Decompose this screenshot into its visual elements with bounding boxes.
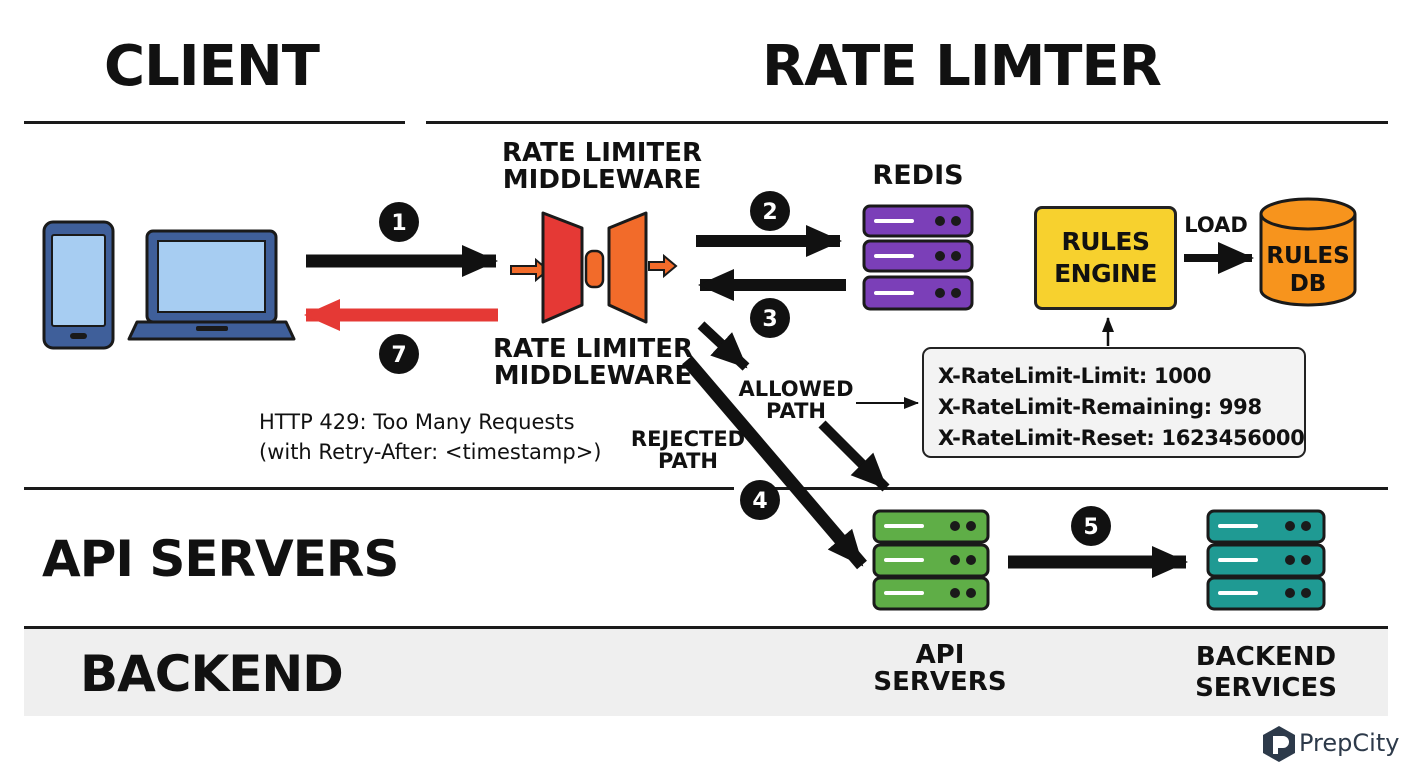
rejected-path-label: REJECTED PATH [630, 427, 746, 474]
rate-limit-headers-box: X-RateLimit-Limit: 1000 X-RateLimit-Rema… [922, 347, 1306, 458]
step-badge-2: 2 [750, 191, 790, 231]
load-label: LOAD [1184, 213, 1248, 237]
api-servers-section-title: API SERVERS [42, 530, 399, 588]
step-badge-7: 7 [379, 334, 419, 374]
step-number-4: 4 [752, 489, 767, 514]
allowed-path-arrow-lower [818, 420, 890, 492]
http-429-line-2: (with Retry-After: <timestamp>) [259, 440, 602, 464]
header-remaining: X-RateLimit-Remaining: 998 [938, 395, 1262, 419]
client-divider [24, 121, 405, 124]
allowed-path-label: ALLOWED PATH [738, 377, 854, 424]
allowed-path-arrow-upper [697, 321, 750, 371]
middleware-bottom-label: RATE LIMITER MIDDLEWARE [493, 334, 693, 392]
step-badge-5: 5 [1071, 506, 1111, 546]
prepcity-watermark: PrepCity [1299, 729, 1400, 757]
step-badge-4: 4 [740, 480, 780, 520]
step-badge-1: 1 [379, 202, 419, 242]
redis-label: REDIS [872, 160, 964, 191]
backend-server-icon [1206, 509, 1326, 611]
step-number-1: 1 [391, 211, 406, 236]
rate-limiter-section-title: RATE LIMTER [762, 34, 1162, 99]
prepcity-logo-icon [1263, 726, 1295, 762]
rejected-path-arrow [682, 355, 867, 570]
rate-limiter-divider [426, 121, 1388, 124]
step-number-5: 5 [1083, 515, 1098, 540]
api-server-icon [872, 509, 990, 611]
api-servers-divider-right [774, 487, 1388, 490]
header-limit: X-RateLimit-Limit: 1000 [938, 364, 1212, 388]
laptop-icon [127, 229, 296, 341]
backend-section-title: BACKEND [80, 645, 344, 703]
step-number-2: 2 [762, 200, 777, 225]
header-reset: X-RateLimit-Reset: 1623456000 [938, 426, 1305, 450]
middleware-top-label: RATE LIMITER MIDDLEWARE [502, 138, 702, 196]
step-number-3: 3 [762, 307, 777, 332]
redis-server-icon [862, 204, 974, 311]
backend-band [24, 628, 1388, 716]
rules-engine-box: RULES ENGINE [1034, 206, 1177, 310]
http-429-line-1: HTTP 429: Too Many Requests [259, 410, 575, 434]
backend-divider [24, 626, 1388, 629]
rules-db-label: RULES DB [1266, 243, 1350, 297]
api-servers-label: API SERVERS [873, 640, 1007, 698]
middleware-icon [510, 211, 678, 324]
step-badge-3: 3 [750, 298, 790, 338]
rules-db-icon [1259, 197, 1357, 307]
backend-services-label: BACKEND SERVICES [1195, 642, 1337, 703]
api-servers-divider-left [24, 487, 734, 490]
step-number-7: 7 [391, 343, 406, 368]
phone-icon [42, 220, 115, 350]
client-section-title: CLIENT [104, 34, 320, 99]
